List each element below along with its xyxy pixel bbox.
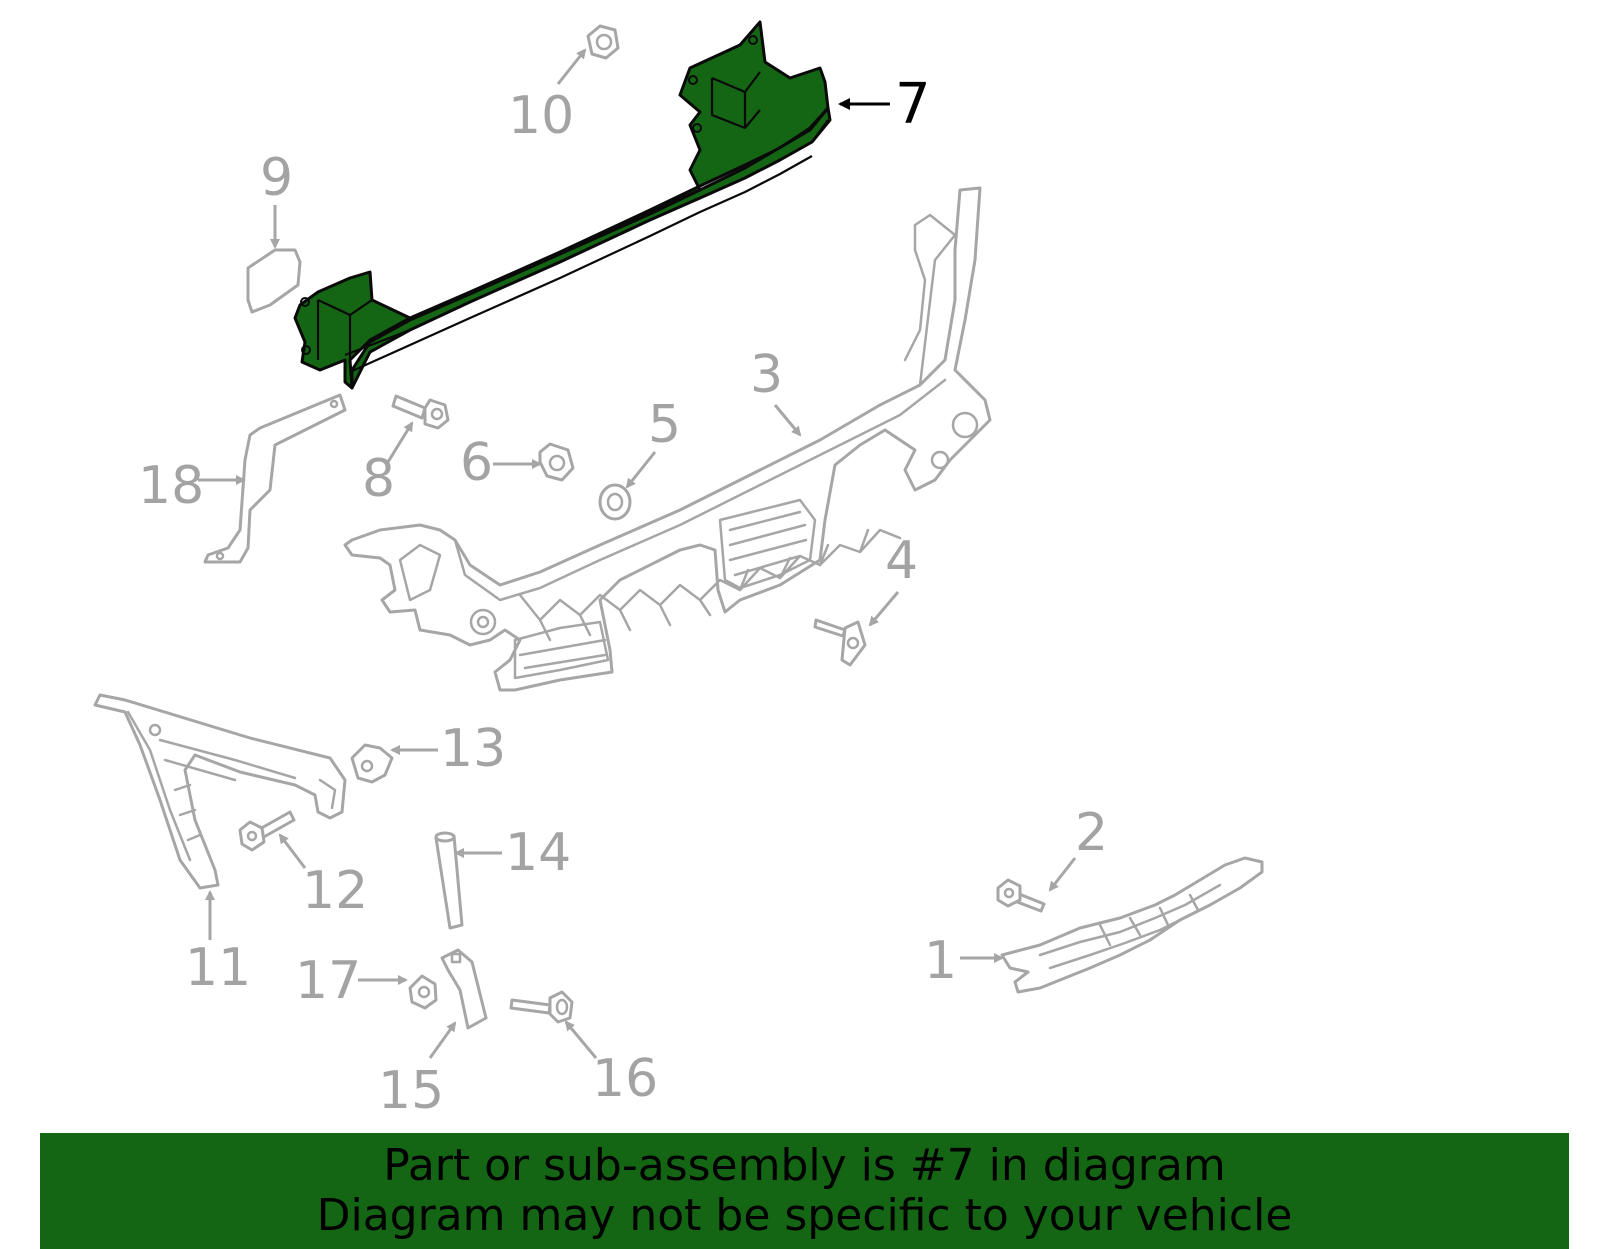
callout-3: 3 (750, 345, 783, 405)
leader-8 (386, 421, 414, 463)
leader-3 (773, 404, 802, 437)
callout-7: 7 (895, 72, 931, 137)
part-14-pin[interactable] (434, 831, 464, 930)
callout-12: 12 (302, 861, 368, 921)
callout-13: 13 (440, 719, 506, 779)
part-8-bolt[interactable] (391, 394, 450, 430)
banner-line-1: Part or sub-assembly is #7 in diagram (383, 1140, 1226, 1191)
callout-16: 16 (592, 1049, 658, 1109)
banner-line-2: Diagram may not be specific to your vehi… (316, 1190, 1293, 1241)
leader-10 (556, 48, 587, 85)
callout-11: 11 (185, 938, 251, 998)
part-4-stud[interactable] (813, 618, 867, 667)
leader-4 (868, 591, 900, 627)
part-10-nut[interactable] (586, 24, 620, 60)
callout-15: 15 (378, 1061, 444, 1121)
part-7-impact-bar[interactable] (293, 20, 832, 390)
callout-8: 8 (362, 449, 395, 509)
part-11-side-bracket[interactable] (93, 693, 347, 890)
callout-9: 9 (260, 148, 293, 208)
part-5-washer[interactable] (598, 483, 632, 521)
leader-12 (278, 833, 307, 869)
callout-2: 2 (1075, 803, 1108, 863)
part-13-clip[interactable] (350, 743, 394, 784)
part-17-grommet[interactable] (408, 974, 438, 1010)
info-banner: Part or sub-assembly is #7 in diagram Di… (40, 1133, 1569, 1249)
leader-15 (428, 1021, 457, 1059)
leader-16 (564, 1020, 598, 1059)
leader-2 (1048, 857, 1077, 892)
callout-4: 4 (885, 531, 918, 591)
part-16-screw[interactable] (509, 990, 574, 1024)
callout-17: 17 (295, 951, 361, 1011)
callout-1: 1 (924, 931, 957, 991)
part-15-bracket[interactable] (440, 948, 488, 1030)
callout-10: 10 (508, 86, 574, 146)
callout-6: 6 (460, 433, 493, 493)
part-3-bumper-support[interactable] (343, 186, 992, 692)
callout-5: 5 (648, 395, 681, 455)
callout-18: 18 (138, 456, 204, 516)
part-12-screw[interactable] (238, 810, 296, 852)
part-1-bracket[interactable] (1000, 856, 1264, 994)
leader-5 (625, 451, 657, 489)
callout-14: 14 (505, 823, 571, 883)
part-9-pad[interactable] (246, 248, 302, 314)
part-2-bolt[interactable] (996, 878, 1046, 913)
part-6-nut[interactable] (538, 442, 575, 482)
